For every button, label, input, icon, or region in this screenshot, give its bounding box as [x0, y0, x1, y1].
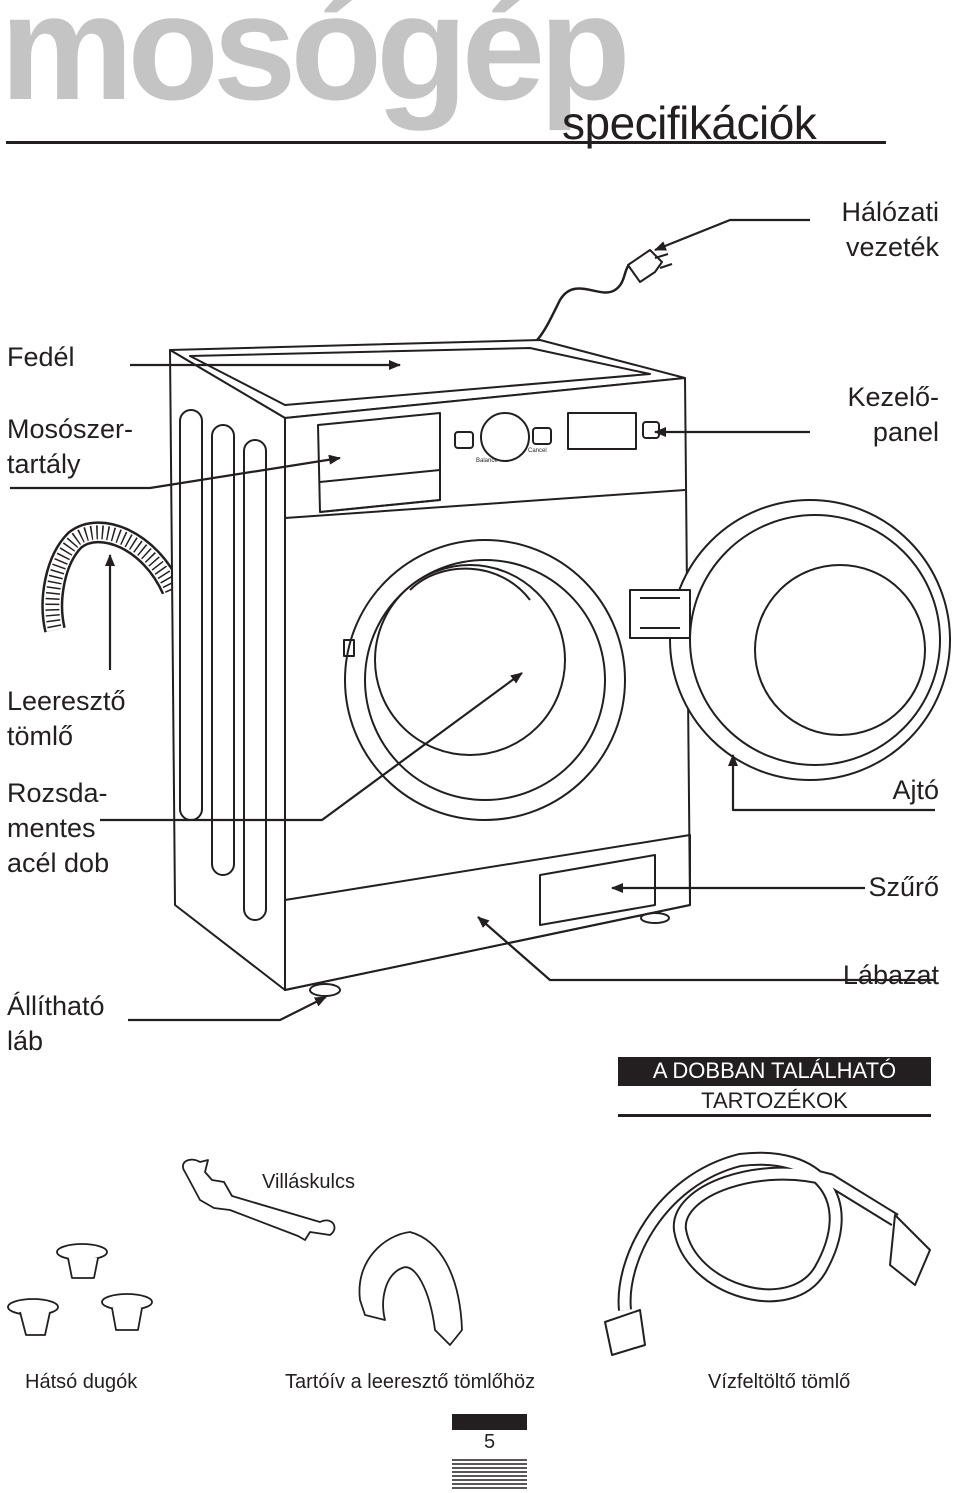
title-underline	[6, 141, 886, 144]
accessories-header: A DOBBAN TALÁLHATÓ TARTOZÉKOK	[618, 1057, 931, 1117]
hose-holder-icon	[358, 1231, 463, 1346]
wrench-icon	[182, 1158, 336, 1241]
label-door: Ajtó	[892, 775, 939, 805]
open-door	[669, 499, 951, 781]
panel-cancel-text: Cancel	[528, 448, 547, 454]
power-cord	[509, 260, 641, 352]
caption-inlet-hose: Vízfeltöltő tömlő	[708, 1371, 851, 1393]
door-opening	[344, 539, 626, 821]
page-number-stripes	[452, 1459, 527, 1489]
label-adjustable-foot: Állítható láb	[7, 991, 105, 1056]
plinth	[284, 834, 691, 991]
label-detergent-drawer: Mosószer- tartály	[7, 414, 134, 479]
page-number: 5	[483, 1431, 496, 1453]
label-drain-hose: Leeresztő tömlő	[7, 686, 126, 751]
panel-button	[532, 427, 552, 445]
inlet-hose-icon	[604, 1151, 931, 1356]
back-plug-icon	[7, 1243, 153, 1336]
caption-back-plugs: Hátsó dugók	[25, 1371, 138, 1393]
panel-button	[454, 431, 474, 449]
stainless-drum	[374, 564, 566, 756]
label-filter: Szűrő	[868, 872, 939, 902]
label-lid: Fedél	[7, 342, 75, 372]
label-stainless-drum: Rozsda- mentes acél dob	[7, 778, 110, 878]
label-control-panel: Kezelő- panel	[847, 382, 939, 447]
program-dial	[480, 412, 530, 462]
label-plinth: Lábazat	[842, 960, 939, 990]
filter-cover	[539, 854, 656, 926]
caption-hose-holder: Tartóív a leeresztő tömlőhöz	[285, 1371, 536, 1393]
panel-balance-text: Balance	[476, 458, 498, 464]
display-screen	[567, 412, 637, 450]
machine-side	[169, 349, 286, 991]
caption-wrench: Villáskulcs	[262, 1171, 355, 1193]
label-power-cord: Hálózati vezeték	[841, 197, 939, 262]
page-number-box: 5	[452, 1414, 527, 1489]
power-plug-icon	[627, 249, 663, 283]
page-subtitle: specifikációk	[562, 97, 817, 149]
page-title: mosógép	[0, 0, 631, 131]
